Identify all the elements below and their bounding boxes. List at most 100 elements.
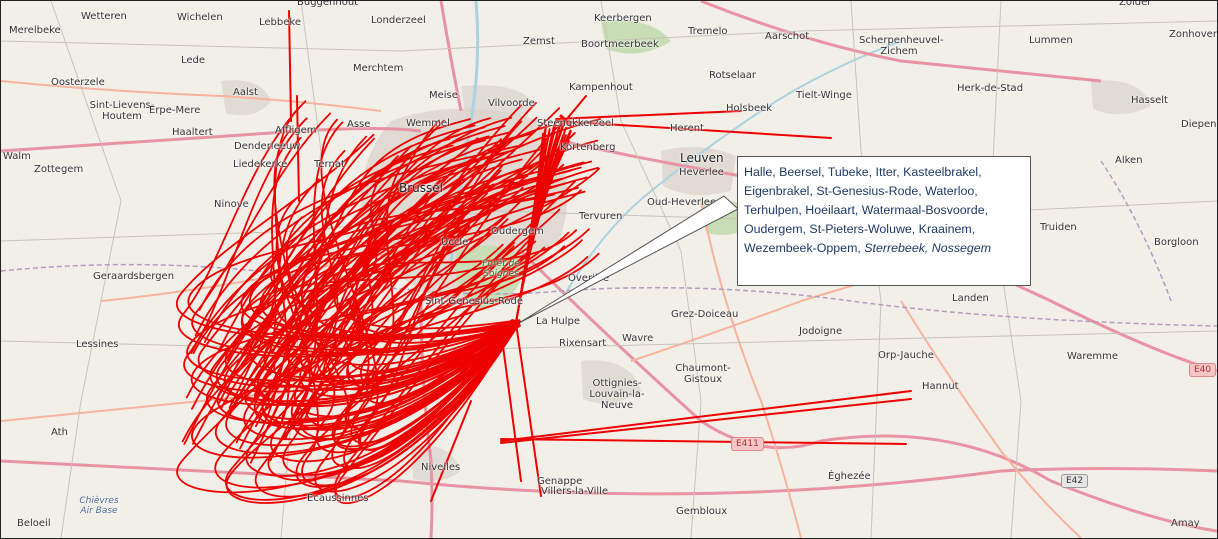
place-label: Sint-Lievens-Houtem	[89, 100, 155, 122]
flight-track	[190, 148, 541, 354]
motorway-e19	[439, 1, 463, 112]
flight-track	[296, 95, 300, 202]
flight-track	[242, 134, 522, 368]
place-label: Rotselaar	[709, 70, 757, 81]
place-label: Brussel	[399, 181, 443, 195]
place-label: Londerzeel	[371, 15, 426, 26]
forest-north	[601, 20, 671, 54]
callout-line: Oudergem, St-Pieters-Woluwe, Kraainem,	[744, 222, 976, 236]
place-label: Chièvres Air Base	[79, 496, 119, 516]
place-label: Scherpenheuvel-Zichem	[859, 35, 944, 57]
place-label: Jodoigne	[799, 326, 843, 337]
place-label: Boortmeerbeek	[581, 39, 659, 50]
flight-track	[515, 322, 542, 497]
place-label: Alken	[1115, 155, 1143, 166]
place-label: Wichelen	[177, 12, 223, 23]
place-label: Grez-Doiceau	[671, 309, 739, 320]
place-label: Lummen	[1029, 35, 1073, 46]
flight-track	[225, 208, 561, 504]
place-label: Herent	[670, 123, 704, 134]
motorway-e42	[1, 459, 1217, 496]
place-label: Tervuren	[579, 211, 623, 222]
primary-road-6	[900, 300, 1082, 538]
motorway-e314	[700, 1, 1102, 83]
flight-track	[192, 139, 486, 445]
admin-boundaries	[1, 160, 1217, 327]
place-label: Wetteren	[81, 11, 127, 22]
flight-track	[255, 116, 513, 399]
flight-track	[214, 230, 518, 489]
callout-line: Wezembeek-Oppem, Sterrebeek, Nossegem	[744, 239, 1024, 258]
place-label: Holsbeek	[726, 103, 773, 114]
flight-track	[333, 232, 537, 499]
place-label: Ninove	[214, 199, 249, 210]
place-label: Heverlee	[679, 167, 724, 178]
place-label: Ottignies-Louvain-la-Neuve	[589, 378, 645, 411]
flight-track	[209, 203, 518, 403]
flight-track	[350, 155, 519, 337]
municipality-callout: Halle, Beersel, Tubeke, Itter, Kasteelbr…	[737, 156, 1031, 286]
flight-track	[288, 10, 292, 122]
flight-track	[334, 255, 526, 505]
flight-track	[559, 114, 573, 128]
place-label: Hannut	[922, 381, 959, 392]
flight-track	[266, 157, 481, 395]
place-label: Merelbeke	[9, 25, 61, 36]
primary-road-1	[1, 80, 382, 112]
place-label: Genappe	[537, 476, 583, 487]
place-label: Gembloux	[676, 506, 728, 517]
place-label: Haaltert	[172, 127, 213, 138]
place-label: Lessines	[76, 339, 119, 350]
flight-track	[191, 239, 583, 459]
place-label: Zonhoven	[1169, 29, 1218, 40]
flight-track	[181, 176, 588, 443]
place-label: Zemst	[523, 36, 555, 47]
place-label: Vilvoorde	[488, 98, 535, 109]
place-label: Tremelo	[688, 26, 728, 37]
place-label: Ecaussinnes	[307, 493, 369, 504]
place-label: Rixensart	[559, 338, 607, 349]
flight-track	[253, 177, 563, 401]
place-label: Kortenberg	[560, 142, 616, 153]
place-label: Amay	[1171, 518, 1200, 529]
urban-area-hasselt	[1091, 80, 1151, 115]
river-dijle	[560, 40, 902, 302]
place-label: Oud-Heverlee	[647, 197, 717, 208]
road-shield-e40: E40	[1189, 363, 1217, 377]
callout-italic-text: Sterrebeek, Nossegem	[864, 241, 992, 255]
flight-track	[224, 150, 543, 501]
place-label: Zolder	[1119, 0, 1152, 8]
callout-text: Wezembeek-Oppem,	[744, 241, 865, 255]
place-label: Kampenhout	[569, 82, 633, 93]
urban-area-leuven	[661, 147, 736, 195]
place-label: Wavre	[622, 333, 654, 344]
place-label: Oosterzele	[51, 77, 105, 88]
callout-line: Terhulpen, Hoeilaart, Watermaal-Bosvoord…	[744, 203, 989, 217]
flight-track	[305, 241, 520, 429]
place-label: Oudergem	[491, 226, 544, 237]
urban-area-ottignies	[581, 360, 641, 404]
place-label: Ternat	[314, 159, 345, 170]
road-shield-e411: E411	[731, 437, 764, 451]
flight-track	[225, 200, 520, 447]
place-label: Lede	[181, 55, 206, 66]
place-label: Borgloon	[1154, 237, 1199, 248]
place-label: Villers-la-Ville	[541, 486, 609, 497]
place-label: Waremme	[1067, 351, 1119, 362]
flight-track	[294, 118, 471, 315]
place-label: Overijse	[568, 273, 609, 284]
flight-track	[500, 398, 912, 444]
road-shield-e42: E42	[1061, 474, 1089, 488]
flight-track	[231, 190, 586, 408]
motorway-e40-west	[1, 127, 422, 153]
place-label: Walm	[3, 151, 31, 162]
place-label: Ath	[51, 427, 68, 438]
callout-line: Eigenbrakel, St-Genesius-Rode, Waterloo,	[744, 184, 978, 198]
place-label: Merchtem	[353, 63, 404, 74]
place-label: Uccle	[441, 237, 469, 248]
place-label: Chaumont-Gistoux	[675, 363, 731, 385]
flight-track	[273, 169, 572, 334]
